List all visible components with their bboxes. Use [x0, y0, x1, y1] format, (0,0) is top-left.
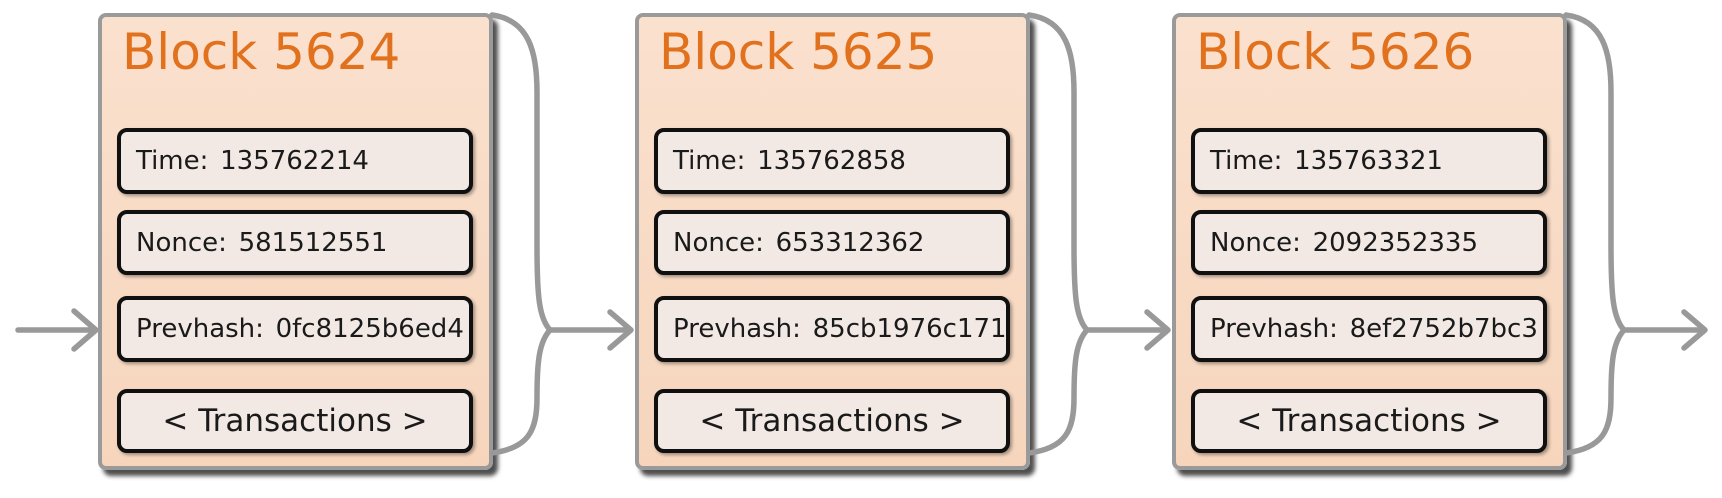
prevhash-field: Prevhash: 8ef2752b7bc3	[1191, 296, 1547, 362]
transactions-label: < Transactions >	[162, 403, 428, 439]
prevhash-value: 85cb1976c171	[812, 314, 1007, 344]
block-title: Block 5624	[122, 23, 401, 81]
prevhash-value: 0fc8125b6ed4	[275, 314, 464, 344]
time-label: Time:	[1210, 146, 1283, 176]
nonce-field: Nonce: 2092352335	[1191, 210, 1547, 275]
time-value: 135762214	[220, 146, 369, 176]
incoming-arrow-icon	[15, 308, 99, 352]
transactions-button: < Transactions >	[117, 389, 473, 453]
transactions-label: < Transactions >	[699, 403, 965, 439]
outgoing-arrow-icon	[1563, 12, 1708, 456]
time-label: Time:	[673, 146, 746, 176]
transactions-button: < Transactions >	[654, 389, 1010, 453]
time-field: Time: 135762214	[117, 128, 473, 194]
transactions-button: < Transactions >	[1191, 389, 1547, 453]
time-value: 135763321	[1294, 146, 1443, 176]
nonce-value: 2092352335	[1312, 227, 1478, 258]
nonce-label: Nonce:	[1210, 227, 1301, 258]
time-label: Time:	[136, 146, 209, 176]
nonce-value: 653312362	[775, 227, 925, 258]
prevhash-label: Prevhash:	[1210, 314, 1338, 344]
time-field: Time: 135763321	[1191, 128, 1547, 194]
nonce-label: Nonce:	[136, 227, 227, 258]
prevhash-label: Prevhash:	[136, 314, 264, 344]
block-card-5626: Block 5626 Time: 135763321 Nonce: 209235…	[1172, 13, 1567, 470]
time-value: 135762858	[757, 146, 906, 176]
prevhash-label: Prevhash:	[673, 314, 801, 344]
prevhash-field: Prevhash: 0fc8125b6ed4	[117, 296, 473, 362]
block-card-5624: Block 5624 Time: 135762214 Nonce: 581512…	[98, 13, 493, 470]
prevhash-field: Prevhash: 85cb1976c171	[654, 296, 1010, 362]
block-title: Block 5626	[1196, 23, 1475, 81]
nonce-field: Nonce: 653312362	[654, 210, 1010, 275]
nonce-value: 581512551	[238, 227, 388, 258]
transactions-label: < Transactions >	[1236, 403, 1502, 439]
chain-connector-icon	[489, 12, 634, 456]
prevhash-value: 8ef2752b7bc3	[1349, 314, 1538, 344]
block-title: Block 5625	[659, 23, 938, 81]
nonce-field: Nonce: 581512551	[117, 210, 473, 275]
nonce-label: Nonce:	[673, 227, 764, 258]
chain-connector-icon	[1026, 12, 1171, 456]
block-card-5625: Block 5625 Time: 135762858 Nonce: 653312…	[635, 13, 1030, 470]
time-field: Time: 135762858	[654, 128, 1010, 194]
